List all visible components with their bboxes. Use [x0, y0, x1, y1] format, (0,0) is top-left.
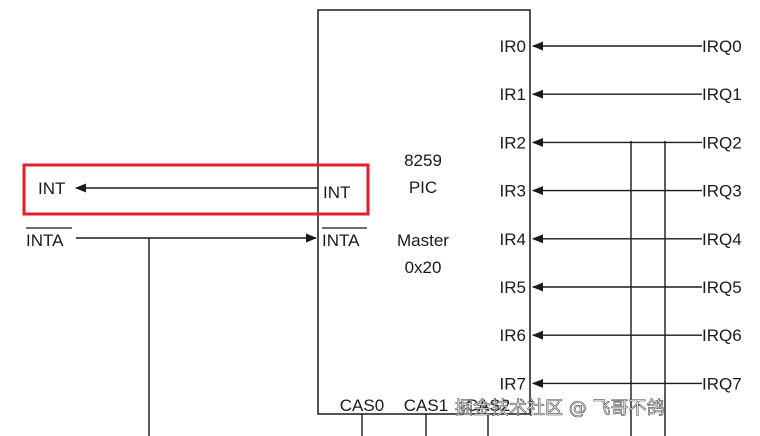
pin-ir1-label: IR1	[500, 85, 526, 104]
irq3-label: IRQ3	[702, 182, 742, 201]
pin-ir6-label: IR6	[500, 326, 526, 345]
pin-ir7-label: IR7	[500, 374, 526, 393]
pin-ir3-label: IR3	[500, 182, 526, 201]
chip-address: 0x20	[405, 258, 442, 277]
chip-type: PIC	[409, 178, 437, 197]
chip-role: Master	[397, 231, 449, 250]
chip-body	[317, 9, 531, 415]
chip-part-number: 8259	[404, 151, 442, 170]
irq2-label: IRQ2	[702, 133, 742, 152]
cas-pin-group: CAS0 CAS1 CAS2	[340, 396, 510, 436]
pin-inta-label: INTA	[322, 231, 360, 250]
irq6-label: IRQ6	[702, 326, 742, 345]
irq0-label: IRQ0	[702, 37, 742, 56]
ext-int-label: INT	[38, 179, 65, 198]
int-highlight-box	[22, 163, 370, 216]
irq5-label: IRQ5	[702, 278, 742, 297]
pin-ir0-label: IR0	[500, 37, 526, 56]
pin-cas2-label: CAS2	[466, 396, 510, 415]
pin-cas0-label: CAS0	[340, 396, 384, 415]
irq7-label: IRQ7	[702, 374, 742, 393]
pin-cas1-label: CAS1	[404, 396, 448, 415]
pin-ir2-label: IR2	[500, 133, 526, 152]
irq1-label: IRQ1	[702, 85, 742, 104]
pin-ir4-label: IR4	[500, 230, 526, 249]
pin-ir5-label: IR5	[500, 278, 526, 297]
irq4-label: IRQ4	[702, 230, 742, 249]
ext-inta-label: INTA	[26, 231, 64, 250]
watermark: 掘金技术社区 @ 飞哥不鸽	[455, 398, 664, 419]
pin-int-label: INT	[323, 183, 350, 202]
